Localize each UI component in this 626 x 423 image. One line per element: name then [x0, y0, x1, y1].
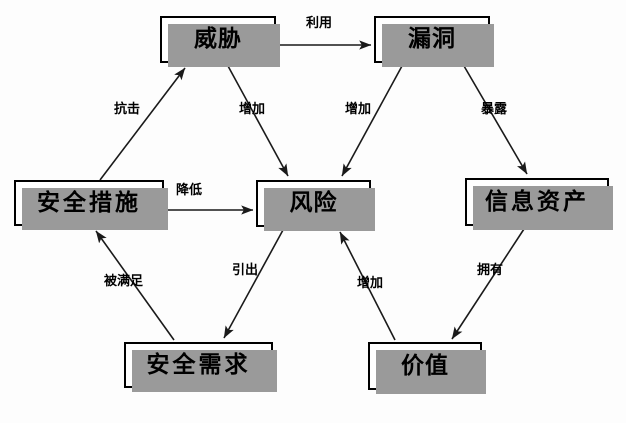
- node-label-value: 价值: [401, 352, 449, 379]
- edge-asset-has-value: [451, 228, 525, 340]
- edge-label-increases-value-risk: 增加: [357, 276, 384, 291]
- node-shadow: [382, 24, 494, 67]
- node-label-security-requirement: 安全需求: [146, 351, 251, 378]
- node-information-asset[interactable]: 信息资产: [465, 178, 613, 230]
- edge-label-derives: 引出: [232, 263, 259, 278]
- edge-label-exploits: 利用: [306, 16, 333, 31]
- node-shadow: [376, 350, 486, 394]
- edge-label-reduces: 降低: [176, 183, 203, 198]
- node-security-requirement[interactable]: 安全需求: [124, 342, 277, 392]
- edge-label-counters: 抗击: [114, 102, 141, 117]
- node-shadow: [473, 186, 613, 230]
- node-label-threat: 威胁: [194, 26, 242, 52]
- edge-label-exposes: 暴露: [481, 102, 508, 117]
- node-shadow: [168, 24, 280, 67]
- node-value[interactable]: 价值: [368, 342, 486, 394]
- edge-vuln-increases-risk: [341, 65, 403, 177]
- edge-value-increases-risk: [339, 231, 396, 341]
- edge-vuln-exposes-asset: [463, 65, 528, 175]
- edge-risk-derives-need: [223, 229, 284, 339]
- node-label-security-control: 安全措施: [37, 189, 141, 216]
- node-shadow: [22, 188, 168, 230]
- node-label-risk: 风险: [289, 190, 338, 216]
- node-risk[interactable]: 风险: [256, 180, 375, 231]
- node-label-information-asset: 信息资产: [485, 188, 589, 215]
- edge-label-satisfied-by: 被满足: [104, 274, 144, 289]
- edge-control-counters-threat: [99, 67, 186, 181]
- node-vulnerability[interactable]: 漏洞: [374, 16, 494, 67]
- node-shadow: [264, 188, 375, 231]
- node-label-vulnerability: 漏洞: [408, 26, 456, 52]
- node-shadow: [132, 350, 277, 392]
- edge-need-satisfied-control: [95, 230, 175, 341]
- node-security-control[interactable]: 安全措施: [14, 180, 168, 230]
- edge-label-owns: 拥有: [477, 263, 504, 278]
- edge-label-increases-vuln-risk: 增加: [345, 102, 372, 117]
- edge-label-increases-threat-risk: 增加: [239, 102, 266, 117]
- edge-threat-increases-risk: [227, 65, 289, 177]
- node-threat[interactable]: 威胁: [160, 16, 280, 67]
